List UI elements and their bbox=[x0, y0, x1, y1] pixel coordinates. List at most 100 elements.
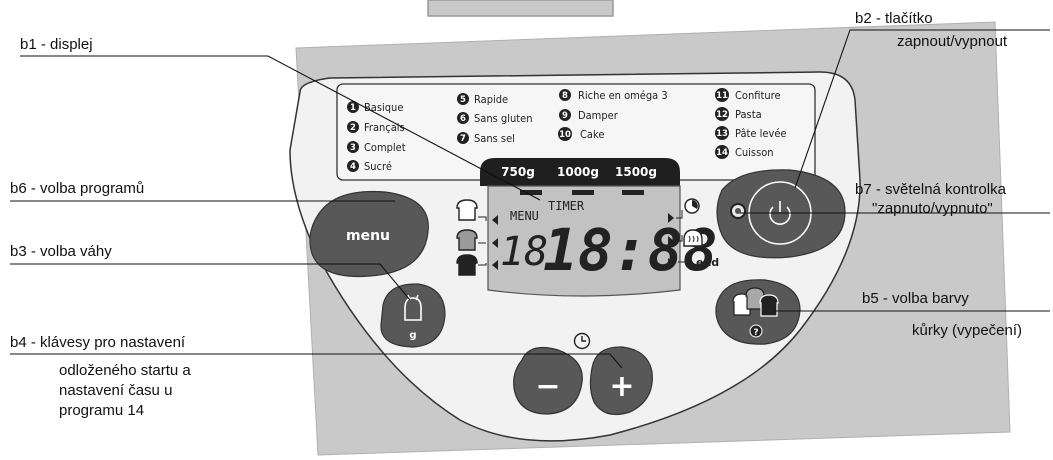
program-label: Pâte levée bbox=[735, 127, 787, 140]
program-label: Basique bbox=[364, 101, 403, 114]
lcd-timer-label: TIMER bbox=[548, 199, 585, 213]
program-number: 14 bbox=[716, 148, 728, 158]
lcd-program-digits: 18 bbox=[500, 229, 548, 275]
leader-b1 bbox=[20, 55, 541, 201]
weight-indicator-1000 bbox=[572, 190, 594, 195]
lcd-display: MENU TIMER 18 18:88 bbox=[487, 185, 718, 297]
callout-b4-line1: b4 - klávesy pro nastavení bbox=[10, 334, 186, 351]
leader-lines bbox=[10, 29, 1050, 369]
bread-medium-icon bbox=[456, 229, 478, 251]
callout-b4-line4: programu 14 bbox=[59, 402, 145, 419]
program-item-12: 12 Pasta bbox=[715, 107, 762, 121]
program-item-5: 5 Rapide bbox=[457, 93, 508, 106]
crust-arrow-medium-icon bbox=[492, 238, 498, 248]
weight-button[interactable]: g bbox=[380, 283, 446, 348]
callout-b7-line2: "zapnuto/vypnuto" bbox=[872, 200, 993, 217]
crust-help-icon: ? bbox=[753, 328, 758, 338]
program-item-11: 11 Confiture bbox=[715, 88, 781, 102]
callout-b1-display: b1 - displej bbox=[20, 36, 93, 53]
stage-icons: end bbox=[676, 198, 719, 269]
callout-b4-line3: nastavení času u bbox=[59, 382, 173, 399]
program-label: Sans sel bbox=[474, 132, 515, 145]
program-number: 12 bbox=[716, 110, 728, 120]
end-label: end bbox=[696, 256, 719, 269]
plus-button[interactable]: + bbox=[589, 346, 653, 415]
menu-button-label: menu bbox=[346, 228, 390, 244]
minus-button[interactable]: − bbox=[513, 347, 583, 415]
program-number: 2 bbox=[350, 123, 356, 133]
program-number: 11 bbox=[716, 91, 728, 101]
weight-indicator-1500 bbox=[622, 190, 644, 195]
leader-b3 bbox=[10, 263, 411, 301]
program-item-14: 14 Cuisson bbox=[715, 145, 774, 159]
program-item-6: 6 Sans gluten bbox=[457, 112, 532, 125]
program-item-4: 4 Sucré bbox=[347, 160, 392, 173]
program-item-10: 10 Cake bbox=[558, 127, 604, 141]
stage-arrow-end-icon bbox=[668, 258, 674, 268]
lcd-menu-label: MENU bbox=[510, 209, 539, 223]
callout-b6-program: b6 - volba programů bbox=[10, 180, 145, 197]
power-icon bbox=[769, 206, 791, 225]
weight-indicator-750 bbox=[520, 190, 542, 195]
program-label: Sans gluten bbox=[474, 112, 532, 125]
leader-b2 bbox=[794, 29, 1050, 189]
weight-unit-label: g bbox=[409, 330, 416, 341]
program-number: 10 bbox=[559, 130, 571, 140]
program-label: Rapide bbox=[474, 93, 508, 106]
crust-icons bbox=[456, 199, 487, 276]
panel-top-tab bbox=[427, 0, 614, 17]
program-label: Français bbox=[364, 121, 405, 134]
program-number: 4 bbox=[350, 162, 356, 172]
callout-b5-line2: kůrky (vypečení) bbox=[912, 322, 1023, 339]
stage-arrow-keepwarm-icon bbox=[668, 236, 674, 246]
program-label: Riche en oméga 3 bbox=[578, 89, 668, 102]
program-number: 8 bbox=[562, 91, 568, 101]
weight-bag-icon bbox=[404, 297, 422, 321]
end-arrow-icon bbox=[688, 259, 693, 265]
weight-label-1000: 1000g bbox=[557, 165, 599, 179]
callout-b2-line2: zapnout/vypnout bbox=[897, 33, 1008, 50]
bread-dark-icon bbox=[456, 254, 478, 276]
program-label: Confiture bbox=[735, 89, 781, 102]
callout-b3-weight: b3 - volba váhy bbox=[10, 243, 112, 260]
program-item-1: 1 Basique bbox=[347, 101, 403, 114]
crust-dark-icon bbox=[759, 294, 779, 317]
leader-b4 bbox=[10, 353, 623, 369]
plus-icon: + bbox=[609, 369, 634, 404]
stage-arrow-delay-icon bbox=[668, 213, 674, 223]
program-item-7: 7 Sans sel bbox=[457, 132, 515, 145]
weight-label-1500: 1500g bbox=[615, 165, 657, 179]
program-label: Cuisson bbox=[735, 146, 774, 159]
program-label: Pasta bbox=[735, 108, 762, 121]
callout-b7-line1: b7 - světelná kontrolka bbox=[855, 181, 1006, 198]
program-number: 7 bbox=[460, 134, 466, 144]
program-label: Sucré bbox=[364, 160, 392, 173]
weight-label-750: 750g bbox=[501, 165, 535, 179]
crust-arrow-dark-icon bbox=[492, 260, 498, 270]
callout-b2-line1: b2 - tlačítko bbox=[855, 10, 933, 27]
program-number: 13 bbox=[716, 129, 728, 139]
program-item-2: 2 Français bbox=[347, 121, 405, 134]
program-number: 1 bbox=[350, 103, 356, 113]
minus-icon: − bbox=[535, 369, 560, 404]
program-label: Cake bbox=[580, 128, 604, 141]
bread-light-icon bbox=[456, 199, 478, 221]
program-item-8: 8 Riche en oméga 3 bbox=[559, 89, 668, 102]
crust-color-button[interactable]: ? bbox=[715, 279, 801, 345]
program-number: 6 bbox=[460, 114, 466, 124]
keep-warm-icon bbox=[683, 229, 703, 247]
callout-b4-line2: odloženého startu a bbox=[59, 362, 191, 379]
program-item-13: 13 Pâte levée bbox=[715, 126, 787, 140]
menu-button[interactable]: menu bbox=[309, 190, 429, 278]
lcd-time-digits: 18:88 bbox=[543, 216, 718, 284]
crust-arrow-light-icon bbox=[492, 215, 498, 225]
delay-timer-icon bbox=[573, 332, 591, 350]
program-label: Damper bbox=[578, 109, 619, 122]
program-number: 5 bbox=[460, 95, 466, 105]
program-label: Complet bbox=[364, 141, 406, 154]
weight-band bbox=[480, 158, 680, 186]
